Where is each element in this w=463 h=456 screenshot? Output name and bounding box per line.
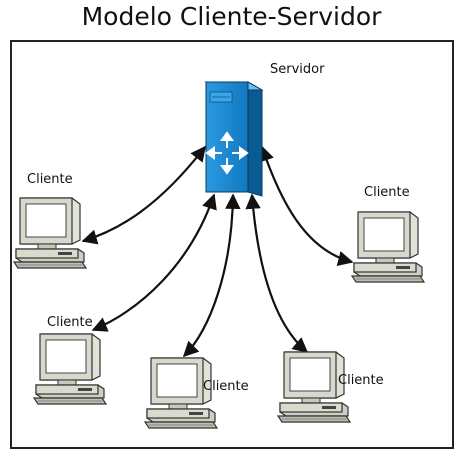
client-label: Cliente [203, 379, 249, 394]
client-label: Cliente [27, 172, 73, 187]
computer-icon [351, 211, 425, 283]
connection-arrow-client-4 [245, 193, 309, 353]
client-label: Cliente [338, 373, 384, 388]
server-switch-icon [204, 81, 264, 197]
client-computer-4: Cliente [277, 351, 384, 423]
server-label: Servidor [270, 62, 325, 77]
connection-arrow-client-2 [91, 193, 217, 332]
client-computer-2: Cliente [33, 315, 107, 405]
client-label: Cliente [364, 185, 410, 200]
connection-arrow-client-3 [182, 193, 241, 358]
client-computer-1: Cliente [13, 172, 87, 269]
connection-arrow-client-1 [81, 145, 206, 245]
client-computer-5: Cliente [351, 185, 425, 283]
diagram-title: Modelo Cliente-Servidor [81, 2, 382, 31]
client-label: Cliente [47, 315, 93, 330]
computer-icon [13, 197, 87, 269]
connection-arrows [81, 145, 354, 358]
connection-arrow-client-5 [259, 145, 354, 267]
computer-icon [33, 333, 107, 405]
client-computer-3: Cliente [144, 357, 249, 429]
diagram-frame [10, 40, 454, 449]
